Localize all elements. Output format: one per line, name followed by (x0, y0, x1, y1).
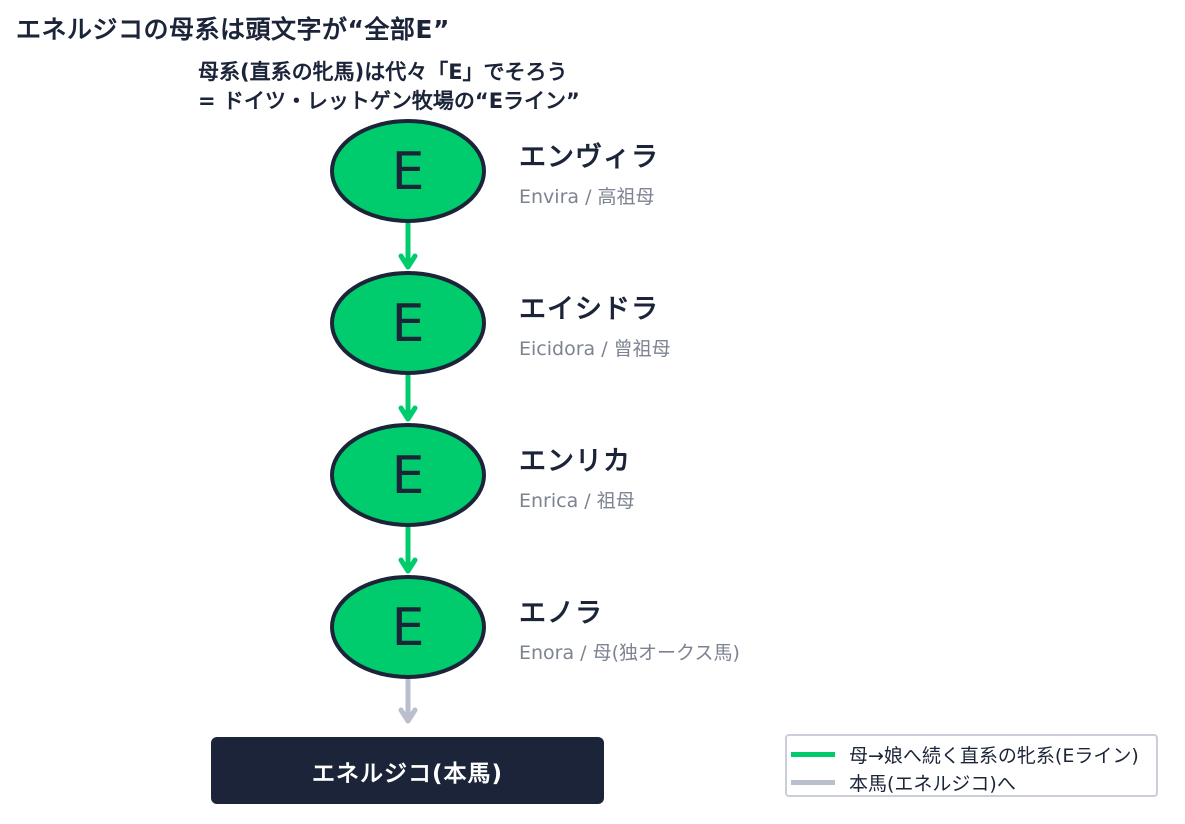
node-name-1: エンヴィラ (519, 141, 659, 173)
legend: 母→娘へ続く直系の牝系(Eライン) 本馬(エネルジコ)へ (785, 734, 1158, 797)
node-ellipse-1 (330, 119, 486, 223)
node-sub-4: Enora / 母(独オークス馬) (519, 642, 740, 664)
legend-swatch-green (791, 751, 835, 757)
node-ellipse-3 (330, 423, 486, 527)
legend-label-target: 本馬(エネルジコ)へ (849, 772, 1016, 795)
node-letter-3: E (392, 446, 425, 506)
node-sub-1: Envira / 高祖母 (519, 186, 655, 208)
target-arrow-head (398, 707, 418, 724)
node-letter-2: E (392, 294, 425, 354)
node-name-3: エンリカ (519, 446, 631, 477)
node-name-2: エイシドラ (519, 294, 659, 325)
subtitle: 母系(直系の牝馬)は代々「E」でそろう = ドイツ・レットゲン牧場の“Eライン” (198, 58, 580, 116)
lineage-arrow-2-head (398, 405, 418, 422)
node-ellipse-2 (330, 271, 486, 375)
subtitle-line-1: 母系(直系の牝馬)は代々「E」でそろう (198, 60, 568, 84)
node-sub-3: Enrica / 祖母 (519, 490, 635, 512)
subtitle-line-2: = ドイツ・レットゲン牧場の“Eライン” (198, 89, 580, 113)
node-letter-4: E (392, 598, 425, 658)
node-letter-1: E (392, 142, 425, 202)
legend-swatch-grey (791, 779, 835, 785)
node-sub-2: Eicidora / 曾祖母 (519, 338, 671, 360)
node-name-4: エノラ (519, 598, 603, 629)
legend-label-lineage: 母→娘へ続く直系の牝系(Eライン) (849, 744, 1139, 767)
target-horse-box: エネルジコ(本馬) (211, 737, 604, 804)
lineage-arrow-3-head (398, 557, 418, 574)
target-horse-label: エネルジコ(本馬) (311, 760, 504, 787)
legend-item-target: 本馬(エネルジコ)へ (791, 768, 1156, 796)
legend-item-lineage: 母→娘へ続く直系の牝系(Eライン) (791, 740, 1156, 768)
node-ellipse-4 (330, 575, 486, 679)
lineage-arrow-1-head (398, 253, 418, 270)
page-title: エネルジコの母系は頭文字が“全部E” (16, 15, 450, 44)
